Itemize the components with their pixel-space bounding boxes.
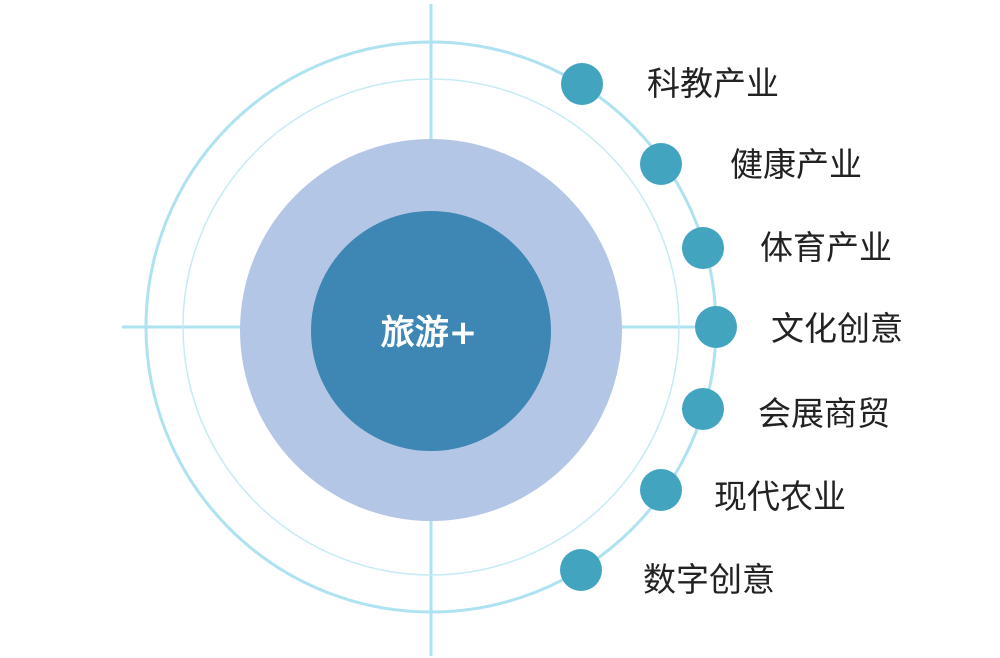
item-node-dot <box>682 227 724 269</box>
item-huizhan: 会展商贸 <box>682 388 890 433</box>
item-node-dot <box>695 306 737 348</box>
item-label: 现代农业 <box>714 477 846 516</box>
item-wenhua: 文化创意 <box>695 306 903 348</box>
item-jiankang: 健康产业 <box>640 143 862 185</box>
item-node-dot <box>640 143 682 185</box>
item-label: 会展商贸 <box>758 394 890 433</box>
item-label: 数字创意 <box>643 560 775 599</box>
inner-ring <box>182 78 680 576</box>
item-label: 文化创意 <box>771 309 903 348</box>
item-node-dot <box>561 63 603 105</box>
item-shuzi: 数字创意 <box>560 549 775 599</box>
item-tiyu: 体育产业 <box>682 227 892 269</box>
item-label: 科教产业 <box>647 64 779 103</box>
core-circle <box>311 211 551 451</box>
item-node-dot <box>640 469 682 511</box>
item-node-dot <box>560 549 602 591</box>
item-label: 健康产业 <box>730 145 862 184</box>
item-node-dot <box>682 388 724 430</box>
center-label: 旅游+ <box>381 313 478 353</box>
item-keji: 科教产业 <box>561 63 779 105</box>
item-nongye: 现代农业 <box>640 469 846 516</box>
item-label: 体育产业 <box>760 228 892 267</box>
